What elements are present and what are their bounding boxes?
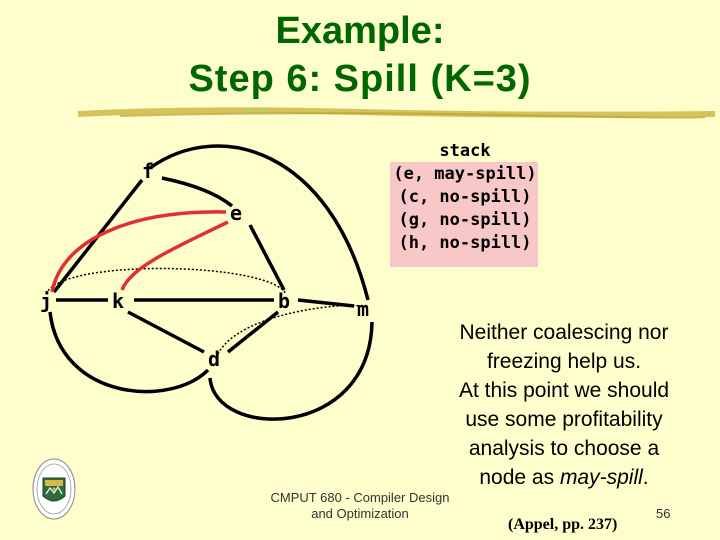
note-line: analysis to choose a	[468, 437, 660, 460]
edge-f-m	[148, 144, 370, 301]
node-e: e	[230, 201, 242, 225]
edge-f-e	[161, 176, 234, 208]
edge-e-j-highlight	[50, 210, 227, 293]
university-seal-logo	[32, 458, 76, 520]
note-line: use some profitability	[465, 408, 663, 431]
node-j: j	[40, 289, 52, 313]
course-footer: CMPUT 680 - Compiler Design and Optimiza…	[255, 490, 465, 522]
stack-header: stack	[439, 141, 491, 161]
edge-e-b	[248, 224, 286, 291]
note-line: freezing help us.	[486, 350, 642, 373]
edge-j-d	[48, 311, 210, 394]
note-line-suffix: .	[642, 466, 649, 489]
node-m: m	[357, 297, 369, 321]
note-line: At this point we should	[458, 379, 670, 402]
node-f: f	[142, 159, 154, 183]
edge-b-d	[226, 310, 280, 354]
node-d: d	[208, 347, 220, 371]
node-k: k	[112, 289, 124, 313]
footer-line: and Optimization	[311, 506, 409, 521]
note-line: Neither coalescing nor	[459, 321, 669, 344]
footer-line: CMPUT 680 - Compiler Design	[270, 490, 450, 505]
note-line-prefix: node as	[479, 466, 560, 489]
edge-d-m	[208, 321, 374, 421]
edge-b-m	[297, 298, 355, 308]
edge-d-m-move	[217, 304, 369, 355]
citation: (Appel, pp. 237)	[508, 516, 618, 533]
slide-title-line-2: Step 6: Spill (K=3)	[188, 58, 532, 100]
node-b: b	[278, 289, 290, 313]
title-underline-rule	[77, 107, 716, 119]
note-emphasis: may-spill	[559, 466, 643, 489]
explanation-note: Neither coalescing nor freezing help us.…	[418, 318, 710, 492]
edge-j-b-move	[45, 267, 287, 295]
page-number: 56	[656, 506, 671, 521]
stack-item: (e, may-spill)	[393, 164, 537, 184]
stack-panel: stack (e, may-spill) (c, no-spill) (g, n…	[380, 140, 550, 255]
stack-box	[390, 162, 538, 267]
stack-item: (c, no-spill)	[398, 187, 532, 207]
stack-item: (h, no-spill)	[398, 233, 532, 253]
stack-item: (g, no-spill)	[398, 210, 532, 230]
slide-title-line-1: Example:	[275, 10, 445, 52]
edge-e-k-highlight	[120, 220, 229, 291]
note-line: node as may-spill.	[418, 463, 710, 492]
edge-k-d	[127, 310, 205, 354]
